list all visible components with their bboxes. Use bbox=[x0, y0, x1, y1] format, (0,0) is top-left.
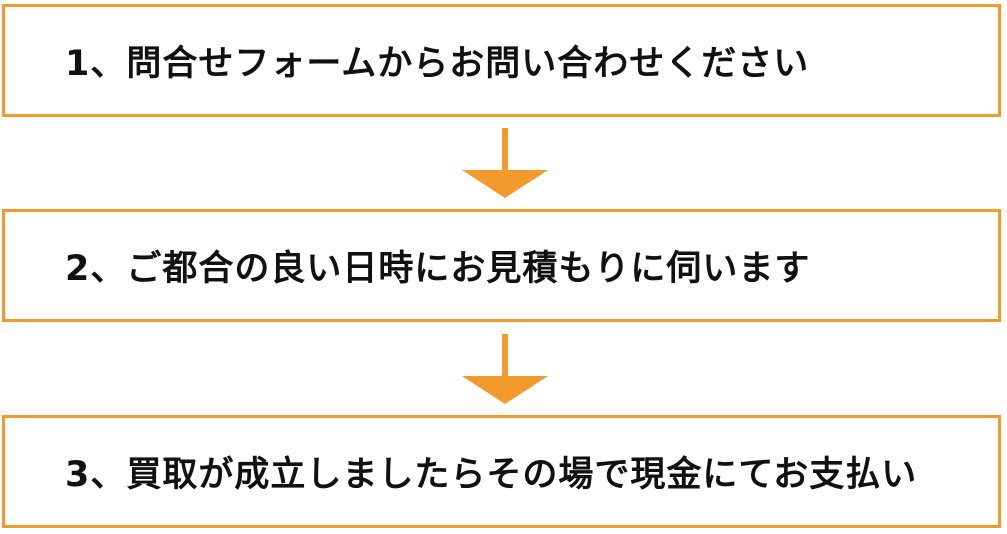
step-box-1: 1、問合せフォームからお問い合わせください bbox=[2, 4, 1001, 117]
step-box-2: 2、ご都合の良い日時にお見積もりに伺います bbox=[2, 209, 1001, 322]
arrow-down-icon bbox=[462, 128, 548, 198]
step-label-2: 2、ご都合の良い日時にお見積もりに伺います bbox=[65, 249, 811, 289]
step-label-3: 3、買取が成立しましたらその場で現金にてお支払い bbox=[65, 455, 918, 495]
arrow-down-icon bbox=[462, 334, 548, 404]
step-label-1: 1、問合せフォームからお問い合わせください bbox=[65, 44, 810, 84]
step-box-3: 3、買取が成立しましたらその場で現金にてお支払い bbox=[2, 415, 1001, 528]
